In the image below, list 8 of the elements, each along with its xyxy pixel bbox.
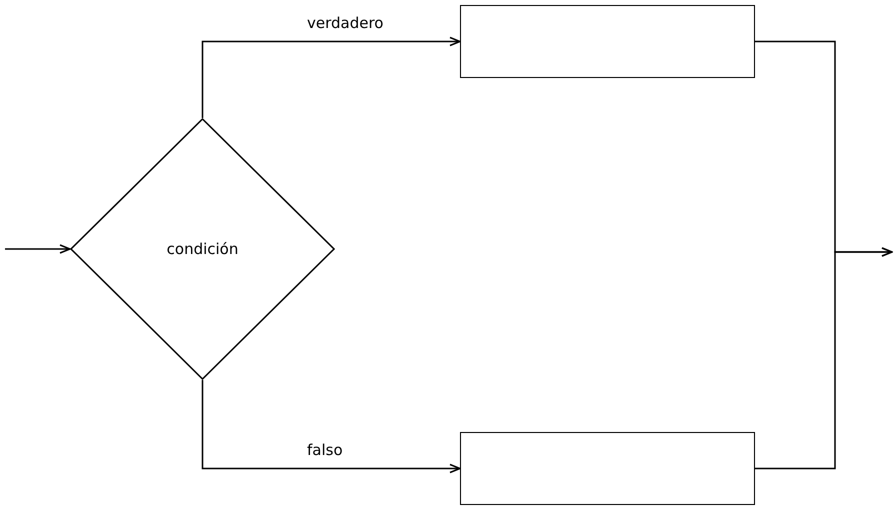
arrow bbox=[755, 247, 893, 470]
arrow bbox=[5, 244, 71, 254]
arrow bbox=[202, 36, 461, 118]
decision-diamond bbox=[70, 118, 335, 380]
arrow bbox=[202, 380, 461, 474]
node-text: condición bbox=[166, 238, 238, 260]
process-box bbox=[460, 5, 755, 78]
process-box bbox=[460, 432, 755, 505]
